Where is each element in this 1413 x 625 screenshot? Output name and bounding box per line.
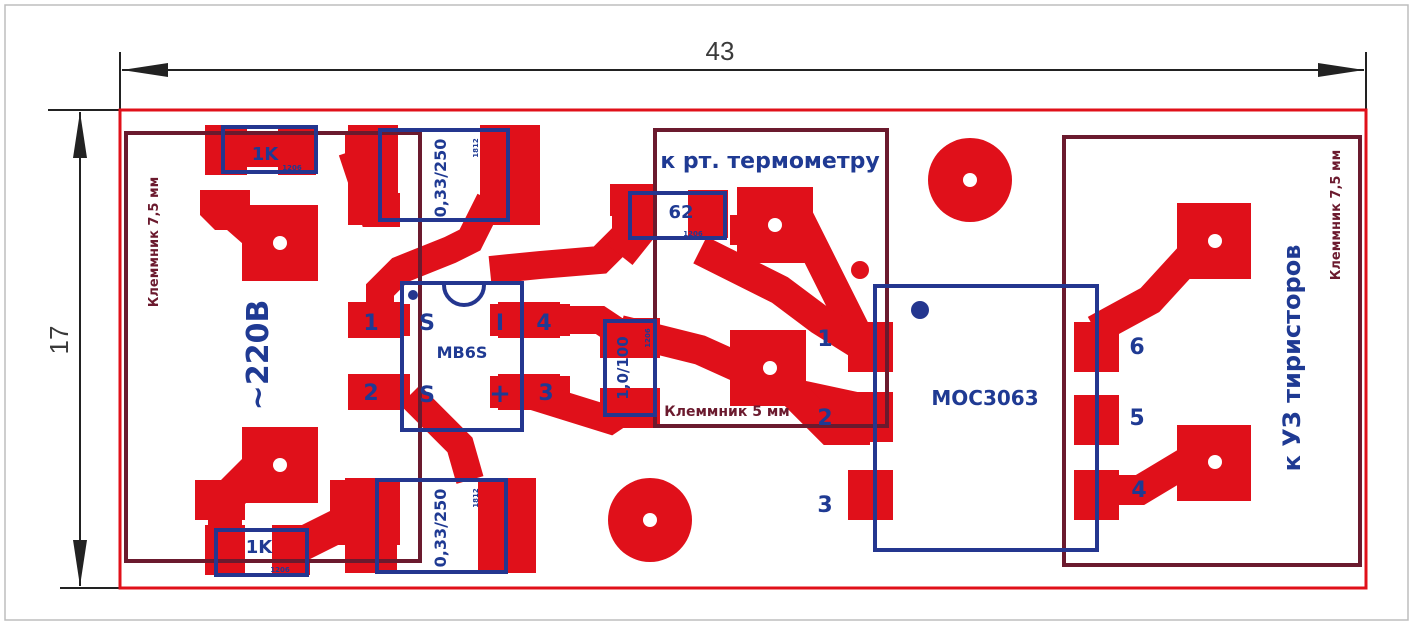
opto-pin-2: 2 xyxy=(817,406,832,431)
opto-pin-6: 6 xyxy=(1129,335,1144,360)
drawing-frame xyxy=(4,4,1409,621)
label-to-thermometer: к рт. термометру xyxy=(660,149,879,174)
package-r2: 1206 xyxy=(270,566,290,574)
terminal-block-left xyxy=(124,131,422,563)
resistor-r3 xyxy=(628,191,727,240)
capacitor-c1 xyxy=(378,128,510,222)
bridge-ac-bottom-mark: S xyxy=(419,383,435,408)
opto-pin-3: 3 xyxy=(817,493,832,518)
capacitor-c3 xyxy=(603,319,657,417)
resistor-r2 xyxy=(214,528,309,577)
bridge-pin-2: 2 xyxy=(363,381,378,406)
bridge-plus-mark: + xyxy=(489,379,511,409)
label-terminal-right: Клеммник 7,5 мм xyxy=(1329,150,1344,280)
package-r1: 1206 xyxy=(282,164,302,172)
label-terminal-middle: Клеммник 5 мм xyxy=(664,404,789,420)
package-c2: 1812 xyxy=(472,488,480,508)
bridge-pin-4: 4 xyxy=(536,311,551,336)
bridge-pin-3: 3 xyxy=(538,381,553,406)
value-r2: 1K xyxy=(246,537,274,558)
dimension-width: 43 xyxy=(119,36,1367,112)
value-r1: 1K xyxy=(252,144,280,165)
value-r3: 62 xyxy=(668,202,693,223)
bridge-pin-1: 1 xyxy=(363,311,378,336)
resistor-r1 xyxy=(221,125,318,174)
bridge-minus-mark: I xyxy=(496,311,504,336)
value-c2: 0,33/250 xyxy=(431,489,450,568)
bridge-ac-top-mark: S xyxy=(419,311,435,336)
dimension-height: 17 xyxy=(44,109,160,589)
drill-holes xyxy=(273,173,1222,527)
opto-pin-1: 1 xyxy=(817,327,832,352)
package-c3: 1206 xyxy=(644,328,652,348)
bridge-rectifier xyxy=(400,281,524,432)
value-c3: 1,0/100 xyxy=(614,336,632,399)
terminal-block-right xyxy=(1062,135,1362,567)
capacitor-c2 xyxy=(375,478,508,574)
opto-pin-5: 5 xyxy=(1129,406,1144,431)
width-label: 43 xyxy=(706,36,735,66)
value-opto: MOC3063 xyxy=(931,386,1038,410)
value-bridge: MB6S xyxy=(437,343,488,362)
optocoupler xyxy=(873,284,1099,552)
value-c1: 0,33/250 xyxy=(431,139,450,218)
height-label: 17 xyxy=(44,326,74,355)
label-mains: ~220В xyxy=(241,300,276,411)
terminal-block-middle xyxy=(653,128,889,428)
label-to-thyristors: к УЗ тиристоров xyxy=(1278,245,1306,472)
package-r3: 1206 xyxy=(683,230,703,238)
board-outline xyxy=(118,108,1368,590)
package-c1: 1812 xyxy=(472,138,480,158)
label-terminal-left: Клеммник 7,5 мм xyxy=(147,177,162,307)
opto-pin-4: 4 xyxy=(1131,478,1146,503)
